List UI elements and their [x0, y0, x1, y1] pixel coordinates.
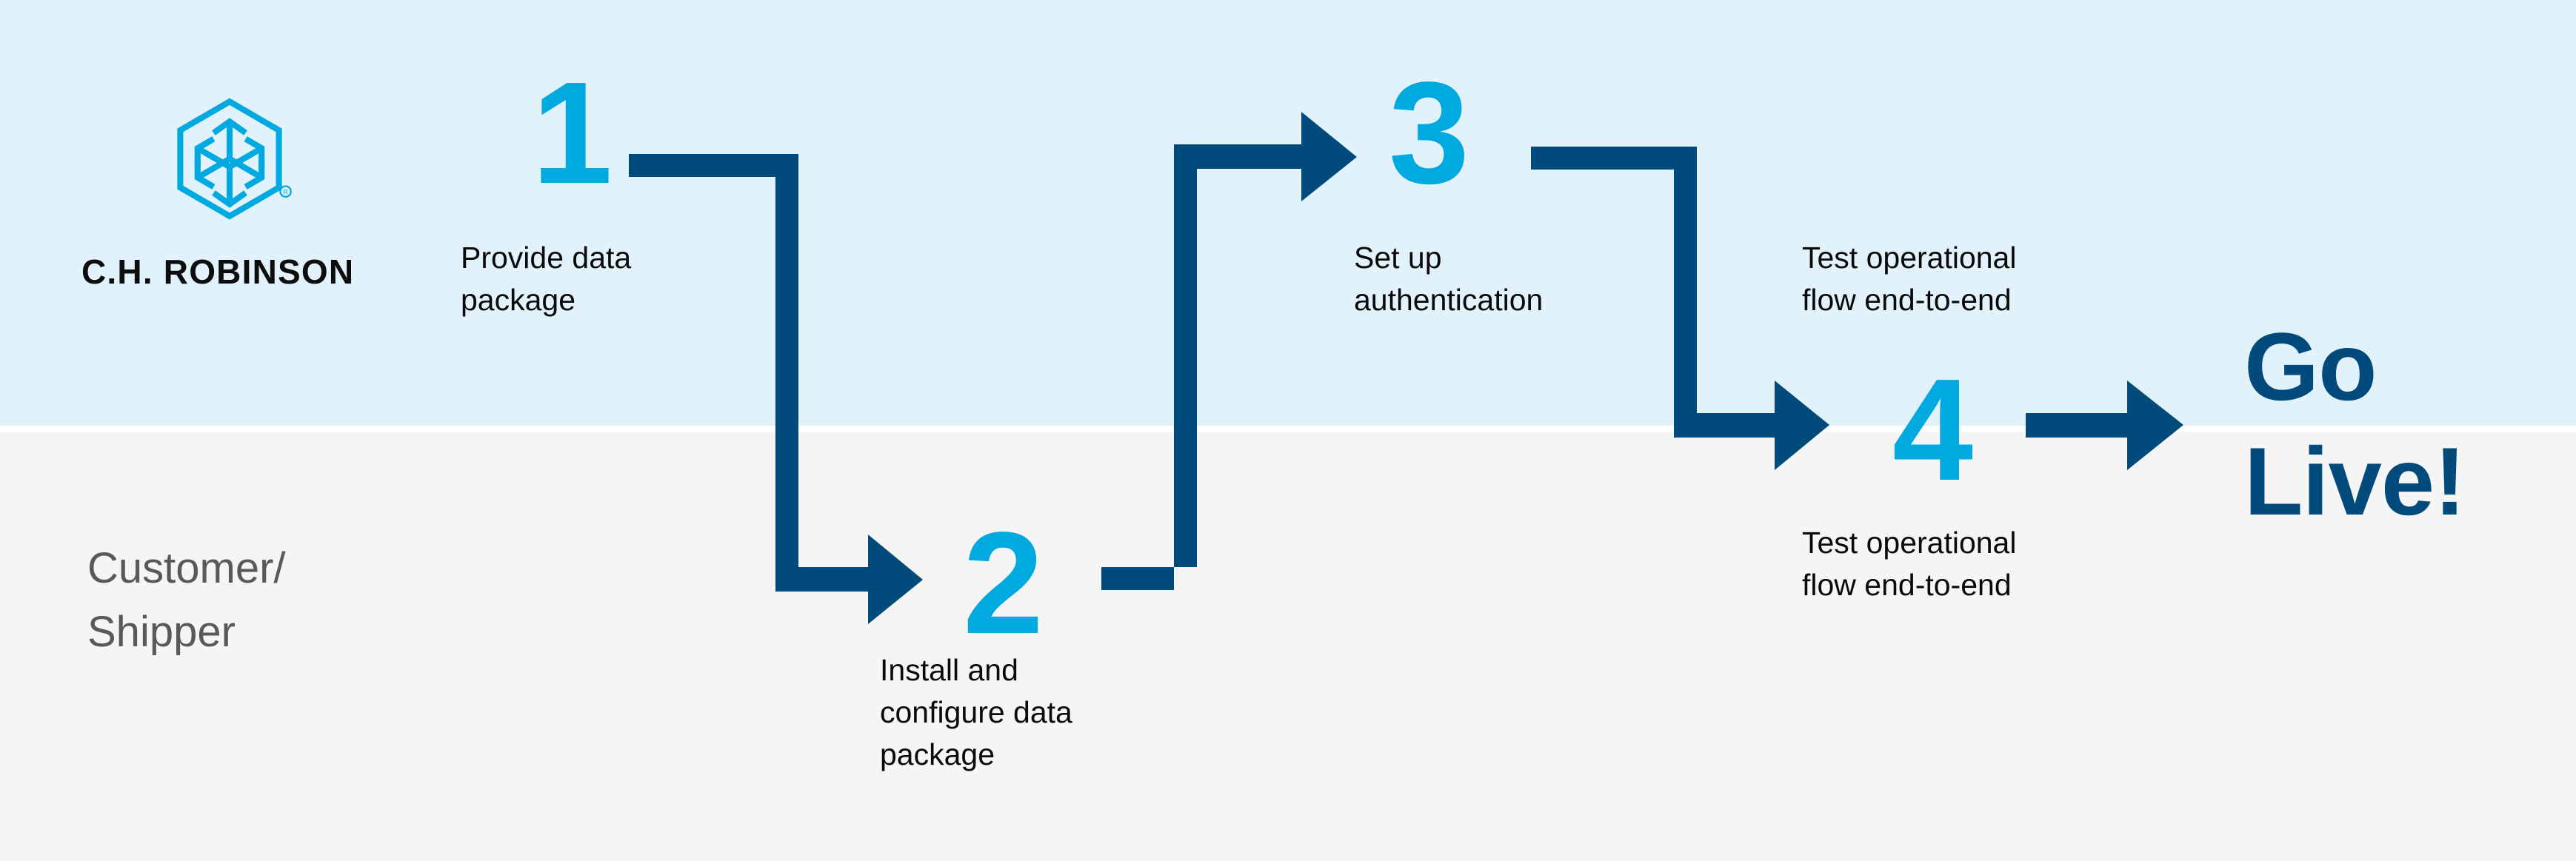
step-caption-1: Provide data package: [461, 241, 632, 317]
lane-band-bottom: [0, 432, 2576, 861]
step-number-4: 4: [1892, 349, 1973, 511]
step-caption-3: Set up authentication: [1354, 241, 1544, 317]
go-live-label: Go Live!: [2244, 312, 2466, 535]
brand-wordmark: C.H. ROBINSON: [81, 252, 355, 291]
lane-label-customer-shipper: Customer/ Shipper: [87, 544, 286, 656]
step-number-1: 1: [532, 52, 613, 214]
step-caption-test-operational-flow-top: Test operational flow end-to-end: [1802, 241, 2017, 317]
chr-hexagon-cube-arrows-logo: R: [163, 96, 296, 230]
step-caption-2: Install and configure data package: [880, 653, 1072, 771]
step-number-3: 3: [1389, 52, 1469, 214]
registered-mark-icon: R: [279, 185, 292, 198]
svg-text:R: R: [283, 188, 288, 195]
step-number-2: 2: [963, 502, 1044, 664]
lane-band-top: [0, 0, 2576, 426]
step-caption-4: Test operational flow end-to-end: [1802, 526, 2017, 602]
